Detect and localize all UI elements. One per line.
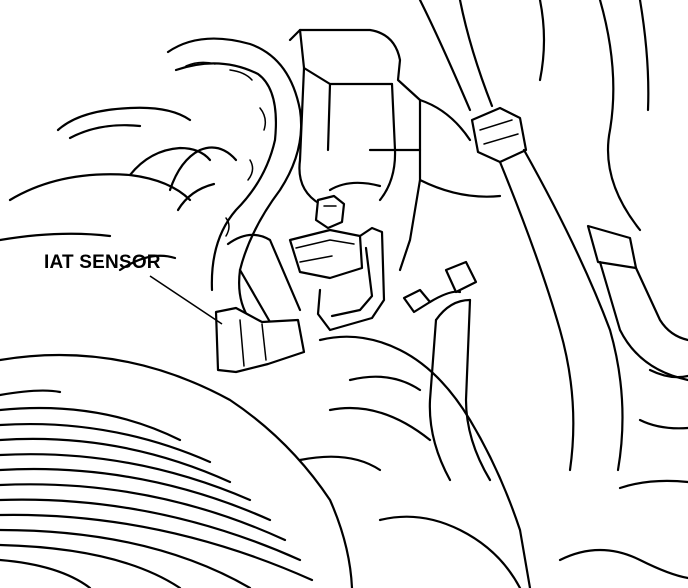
hose-clamp-upper bbox=[470, 106, 528, 164]
iat-sensor-leader-line bbox=[149, 275, 223, 325]
iat-sensor bbox=[214, 233, 306, 374]
air-intake-hose bbox=[0, 353, 354, 588]
coolant-hoses-right bbox=[418, 0, 688, 472]
sensor-connector-bracket bbox=[288, 226, 386, 332]
mounting-bolt bbox=[314, 194, 346, 230]
wiring-harness bbox=[166, 37, 303, 322]
background-components-left bbox=[0, 106, 212, 272]
throttle-body-housing bbox=[288, 28, 422, 272]
iat-sensor-label: IAT SENSOR bbox=[44, 252, 161, 273]
small-hose-with-clamp bbox=[402, 260, 492, 482]
lower-pipes bbox=[298, 335, 688, 588]
